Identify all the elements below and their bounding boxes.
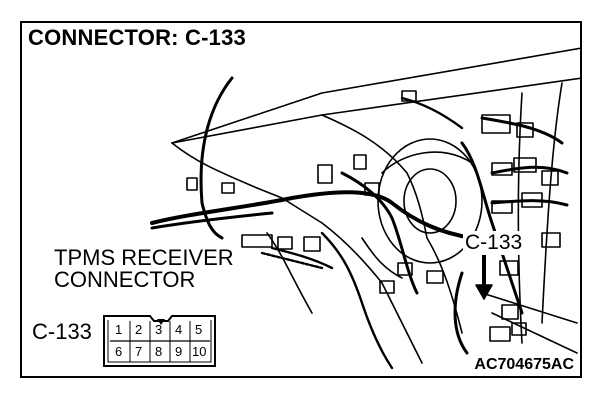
label-line-1: TPMS RECEIVER [54,245,234,270]
connector-id-left: C-133 [32,319,92,344]
label-line-2: CONNECTOR [54,267,196,292]
pin-8: 8 [155,344,163,359]
diagram-title: CONNECTOR: C-133 [28,25,246,50]
diagram-frame: CONNECTOR: C-133 TPMS RECEIVER CONNECTOR… [20,21,582,378]
pin-10: 10 [192,344,207,359]
dashboard-wiring-illustration [103,47,580,370]
figure-code: AC704675AC [474,356,574,373]
pin-4: 4 [175,322,183,337]
connector-id-callout: C-133 [463,231,525,255]
pin-5: 5 [195,322,203,337]
pin-9: 9 [175,344,183,359]
pin-1: 1 [115,322,123,337]
pin-6: 6 [115,344,123,359]
tpms-receiver-connector-label: TPMS RECEIVER CONNECTOR [50,245,238,291]
pin-7: 7 [135,344,143,359]
pin-3: 3 [155,322,163,337]
connector-face-c133 [103,315,216,367]
pin-2: 2 [135,322,143,337]
